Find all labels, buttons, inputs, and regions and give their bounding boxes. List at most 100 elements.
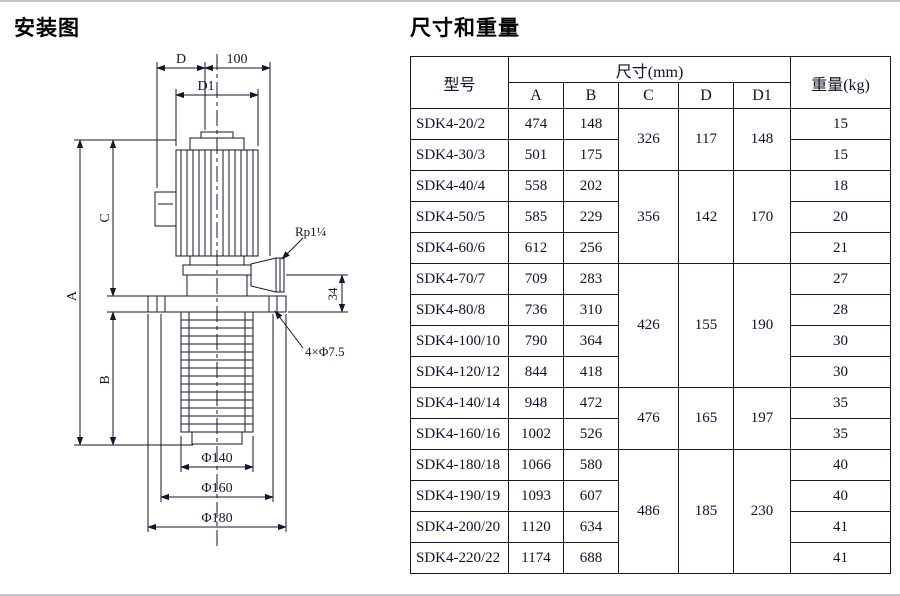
dim-a-cell: 1120 bbox=[508, 511, 564, 543]
dim-a-cell: 1174 bbox=[508, 542, 564, 574]
model-cell: SDK4-50/5 bbox=[410, 201, 509, 233]
dim-a-cell: 736 bbox=[508, 294, 564, 326]
dim-b-cell: 526 bbox=[563, 418, 619, 450]
dim-b-cell: 607 bbox=[563, 480, 619, 512]
weight-cell: 40 bbox=[790, 449, 892, 481]
model-cell: SDK4-220/22 bbox=[410, 542, 509, 574]
model-cell: SDK4-140/14 bbox=[410, 387, 509, 419]
dim-d1-cell: 170 bbox=[732, 170, 792, 264]
dim-a-cell: 585 bbox=[508, 201, 564, 233]
dim-c-cell: 426 bbox=[618, 263, 679, 388]
dim-label-phi160: Φ160 bbox=[201, 481, 232, 496]
dim-label-c: C bbox=[98, 213, 113, 222]
header-col-a: A bbox=[508, 82, 564, 109]
pump-stack bbox=[180, 311, 254, 445]
dimension-a bbox=[74, 139, 193, 446]
dim-c-cell: 476 bbox=[618, 387, 679, 450]
dim-label-a: A bbox=[65, 290, 80, 301]
dim-d1-cell: 190 bbox=[732, 263, 792, 388]
model-cell: SDK4-80/8 bbox=[410, 294, 509, 326]
dim-d-cell: 165 bbox=[678, 387, 734, 450]
table-title: 尺寸和重量 bbox=[410, 17, 520, 40]
dim-a-cell: 844 bbox=[508, 356, 564, 388]
header-row-1: 型号 尺寸(mm) 重量(kg) bbox=[410, 56, 892, 109]
dim-d1-cell: 230 bbox=[732, 449, 792, 574]
dim-a-cell: 790 bbox=[508, 325, 564, 357]
weight-cell: 35 bbox=[790, 387, 892, 419]
dim-d-cell: 117 bbox=[678, 108, 734, 171]
dim-label-phi180: Φ180 bbox=[201, 511, 232, 526]
dim-b-cell: 283 bbox=[563, 263, 619, 295]
dim-c-cell: 486 bbox=[618, 449, 679, 574]
outlet-port bbox=[250, 257, 285, 293]
weight-cell: 21 bbox=[790, 232, 892, 264]
dimension-b bbox=[107, 311, 148, 446]
dim-c-cell: 326 bbox=[618, 108, 679, 171]
header-col-d1: D1 bbox=[732, 82, 792, 109]
dim-a-cell: 474 bbox=[508, 108, 564, 140]
dim-a-cell: 501 bbox=[508, 139, 564, 171]
dim-b-cell: 472 bbox=[563, 387, 619, 419]
dim-a-cell: 612 bbox=[508, 232, 564, 264]
dim-b-cell: 364 bbox=[563, 325, 619, 357]
model-cell: SDK4-120/12 bbox=[410, 356, 509, 388]
dim-b-cell: 256 bbox=[563, 232, 619, 264]
dim-a-cell: 558 bbox=[508, 170, 564, 202]
model-cell: SDK4-40/4 bbox=[410, 170, 509, 202]
dim-label-d1: D1 bbox=[197, 79, 214, 94]
model-cell: SDK4-180/18 bbox=[410, 449, 509, 481]
header-weight: 重量(kg) bbox=[790, 56, 892, 109]
header-col-b: B bbox=[563, 82, 619, 109]
weight-cell: 20 bbox=[790, 201, 892, 233]
installation-diagram: D 100 D1 A C B Rp1¼ 34 4×Φ7.5 Φ140 Φ160 … bbox=[65, 52, 348, 546]
dim-label-rp: Rp1¼ bbox=[295, 224, 327, 239]
weight-cell: 41 bbox=[790, 542, 892, 574]
dim-a-cell: 948 bbox=[508, 387, 564, 419]
dim-b-cell: 580 bbox=[563, 449, 619, 481]
dim-label-holes: 4×Φ7.5 bbox=[305, 344, 345, 359]
dimension-phi160 bbox=[160, 314, 274, 502]
dim-b-cell: 148 bbox=[563, 108, 619, 140]
dim-d-cell: 142 bbox=[678, 170, 734, 264]
dim-b-cell: 688 bbox=[563, 542, 619, 574]
dim-d-cell: 155 bbox=[678, 263, 734, 388]
dim-d-cell: 185 bbox=[678, 449, 734, 574]
header-col-d: D bbox=[678, 82, 734, 109]
table-header: 型号 尺寸(mm) 重量(kg) A B C D D1 bbox=[410, 56, 892, 109]
model-cell: SDK4-160/16 bbox=[410, 418, 509, 450]
model-cell: SDK4-60/6 bbox=[410, 232, 509, 264]
model-cell: SDK4-190/19 bbox=[410, 480, 509, 512]
dim-b-cell: 175 bbox=[563, 139, 619, 171]
dim-c-cell: 356 bbox=[618, 170, 679, 264]
dimension-phi180 bbox=[147, 314, 287, 532]
weight-cell: 40 bbox=[790, 480, 892, 512]
dim-label-100: 100 bbox=[227, 52, 248, 67]
model-cell: SDK4-70/7 bbox=[410, 263, 509, 295]
dim-a-cell: 1066 bbox=[508, 449, 564, 481]
weight-cell: 30 bbox=[790, 325, 892, 357]
dimension-top bbox=[156, 62, 271, 256]
dim-b-cell: 310 bbox=[563, 294, 619, 326]
weight-cell: 27 bbox=[790, 263, 892, 295]
dim-b-cell: 634 bbox=[563, 511, 619, 543]
holes-leader bbox=[274, 310, 304, 349]
header-model: 型号 bbox=[410, 56, 509, 109]
model-cell: SDK4-100/10 bbox=[410, 325, 509, 357]
diagram-title: 安装图 bbox=[14, 17, 80, 40]
dim-d1-cell: 197 bbox=[732, 387, 792, 450]
model-cell: SDK4-30/3 bbox=[410, 139, 509, 171]
dimension-34 bbox=[286, 274, 348, 313]
header-col-c: C bbox=[618, 82, 679, 109]
dim-b-cell: 418 bbox=[563, 356, 619, 388]
